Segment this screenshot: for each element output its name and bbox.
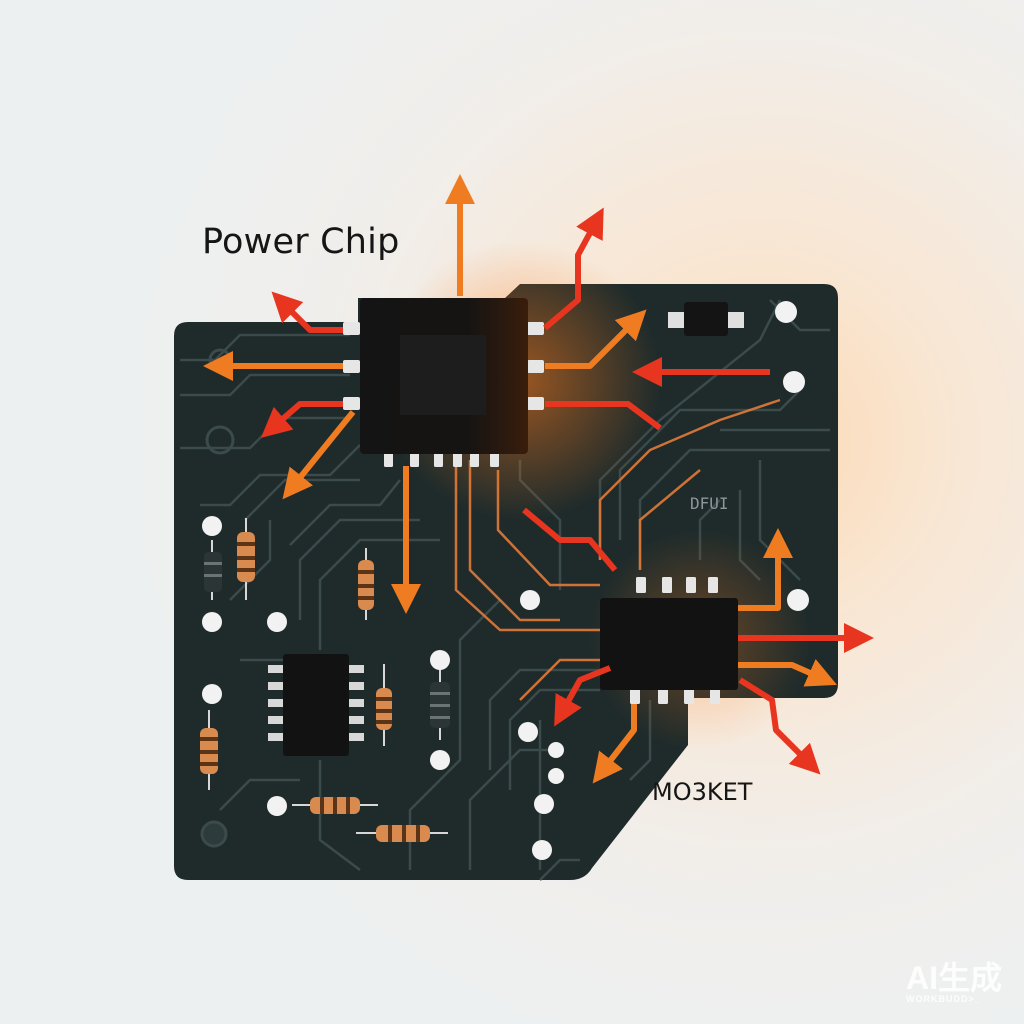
watermark-logo: AI生成 WORKBUDD>_ [906,962,1002,1004]
arrow-mosfet-down-right [738,677,821,775]
arrow-right-red [545,401,662,431]
board-marking: DFUI [690,494,729,513]
power-chip-pins [343,322,544,467]
arrow-mosfet-down-left [592,704,637,784]
arrow-down-left-orange [282,410,356,500]
resistors [200,518,450,842]
watermark-main: AI生成 [906,960,1003,996]
red-arrows [260,207,874,775]
arrow-mosfet-right-orange [738,659,837,687]
ic-chip-pins [268,665,364,741]
mosfet-pins [630,577,720,704]
arrow-mosfet-up [738,528,793,611]
mosfet-chip [600,598,738,690]
arrow-up-left-red [271,291,343,333]
arrow-left-down-red [260,401,343,438]
power-chip-die [400,335,486,415]
watermark-sub: WORKBUDD>_ [906,994,981,1004]
mosfet-label: MO3KET [652,778,753,806]
arrow-up-right-orange [545,309,647,369]
arrow-mosfet-left-red [554,665,612,727]
smd-component [668,302,744,336]
zigzag-red [522,507,618,572]
orange-arrows [203,174,837,784]
ic-chip [283,654,349,756]
power-chip-label: Power Chip [202,222,400,262]
arrow-up-right-red [543,207,604,331]
board-pads [202,301,809,860]
